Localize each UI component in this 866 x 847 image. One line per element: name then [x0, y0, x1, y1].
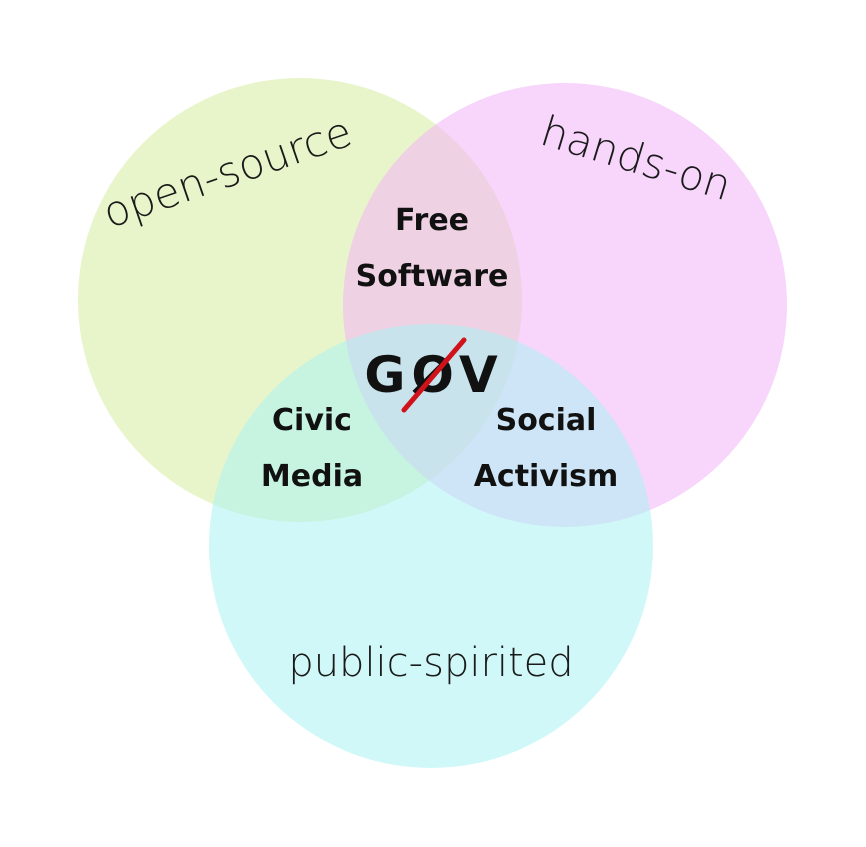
overlap-label-social-activism-line2: Activism: [474, 459, 619, 494]
overlap-label-social-activism-line1: Social: [496, 403, 597, 438]
overlap-label-free-software-line2: Software: [356, 259, 509, 294]
circle-public-spirited: [209, 324, 653, 768]
overlap-label-civic-media-line1: Civic: [272, 403, 352, 438]
gov-logo: GØV: [364, 337, 498, 413]
overlap-label-civic-media-line2: Media: [261, 459, 363, 494]
set-label-public-spirited: public-spirited: [288, 640, 573, 686]
gov-logo-slash: [401, 337, 467, 413]
overlap-label-free-software-line1: Free: [395, 203, 469, 238]
venn-circles: [78, 78, 787, 768]
